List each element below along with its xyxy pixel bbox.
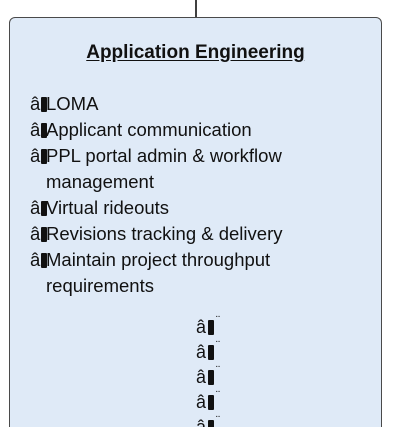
list-item-revisions-tracking: â Revisions tracking & delivery: [30, 221, 365, 247]
trailing-glyph-block: [208, 370, 214, 385]
list-item-applicant-communication: â Applicant communication: [30, 117, 365, 143]
trailing-glyph-icon: â ¨: [196, 313, 232, 339]
trailing-glyph-block: [208, 395, 214, 410]
responsibility-list: â LOMA â Applicant communication â PPL p…: [30, 91, 365, 299]
encoding-glitch-text: â: [30, 223, 41, 244]
encoding-glitch-text: â: [30, 249, 41, 270]
list-item-virtual-rideouts: â Virtual rideouts: [30, 195, 365, 221]
trailing-glyph-text: â: [196, 417, 207, 427]
list-item-text: Maintain project throughput requirements: [46, 249, 271, 296]
trailing-glyph-text: â: [196, 342, 207, 362]
trailing-glyph-mark-icon: ¨: [216, 388, 220, 402]
list-item-text: Virtual rideouts: [46, 197, 170, 218]
list-item-text: Revisions tracking & delivery: [46, 223, 283, 244]
application-engineering-card: Application Engineering â LOMA â Applica…: [9, 17, 382, 427]
trailing-glyph-block: [208, 345, 214, 360]
list-item-text: PPL portal admin & workflow management: [46, 145, 282, 192]
trailing-glyph-text: â: [196, 392, 207, 412]
list-item-loma: â LOMA: [30, 91, 365, 117]
trailing-glyph-mark-icon: ¨: [216, 363, 220, 377]
trailing-glyph-block: [208, 420, 214, 427]
encoding-glitch-text: â: [30, 145, 41, 166]
list-item-ppl-portal-admin: â PPL portal admin & workflow management: [30, 143, 365, 195]
trailing-glyph-block: [208, 320, 214, 335]
connector-line: [195, 0, 197, 18]
trailing-glyph-column: â ¨ â ¨ â ¨ â ¨ â ¨: [196, 313, 232, 427]
encoding-glitch-text: â: [30, 197, 41, 218]
list-item-text: LOMA: [46, 93, 99, 114]
trailing-glyph-icon: â ¨: [196, 363, 232, 389]
encoding-glitch-text: â: [30, 119, 41, 140]
trailing-glyph-icon: â ¨: [196, 413, 232, 427]
list-item-text: Applicant communication: [46, 119, 252, 140]
trailing-glyph-mark-icon: ¨: [216, 313, 220, 327]
trailing-glyph-text: â: [196, 317, 207, 337]
card-title: Application Engineering: [86, 42, 305, 63]
trailing-glyph-mark-icon: ¨: [216, 338, 220, 352]
trailing-glyph-icon: â ¨: [196, 338, 232, 364]
trailing-glyph-mark-icon: ¨: [216, 413, 220, 427]
trailing-glyph-icon: â ¨: [196, 388, 232, 414]
trailing-glyph-text: â: [196, 367, 207, 387]
encoding-glitch-text: â: [30, 93, 41, 114]
list-item-maintain-throughput: â Maintain project throughput requiremen…: [30, 247, 365, 299]
